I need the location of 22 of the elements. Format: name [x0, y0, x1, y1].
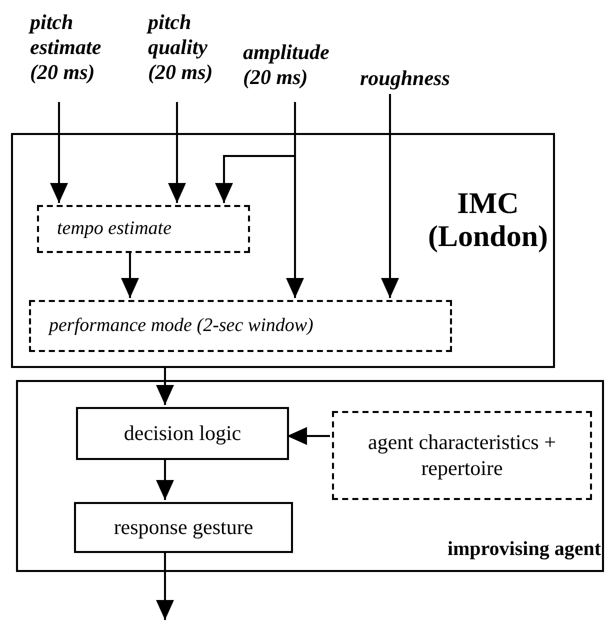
- agent-panel: [16, 380, 604, 572]
- arrow: [156, 458, 174, 500]
- arrow: [287, 427, 330, 445]
- arrow: [156, 368, 174, 405]
- input-label: pitch quality (20 ms): [148, 10, 240, 102]
- arrow: [168, 102, 186, 203]
- arrow: [121, 251, 139, 298]
- imc-panel: [11, 133, 555, 368]
- arrow: [286, 102, 304, 298]
- arrow: [156, 551, 174, 620]
- arrow: [50, 102, 68, 203]
- process-box: decision logic: [76, 407, 289, 460]
- panel-title: improvising agent: [446, 537, 601, 561]
- input-label: roughness: [360, 66, 475, 94]
- process-box: response gesture: [74, 502, 293, 553]
- process-box: tempo estimate: [37, 205, 250, 253]
- panel-title: IMC (London): [426, 187, 550, 253]
- input-label: pitch estimate (20 ms): [30, 10, 130, 102]
- process-box: performance mode (2-sec window): [29, 300, 452, 352]
- input-label: amplitude (20 ms): [243, 40, 358, 102]
- process-box: agent characteristics + repertoire: [332, 411, 592, 500]
- arrow: [381, 94, 399, 298]
